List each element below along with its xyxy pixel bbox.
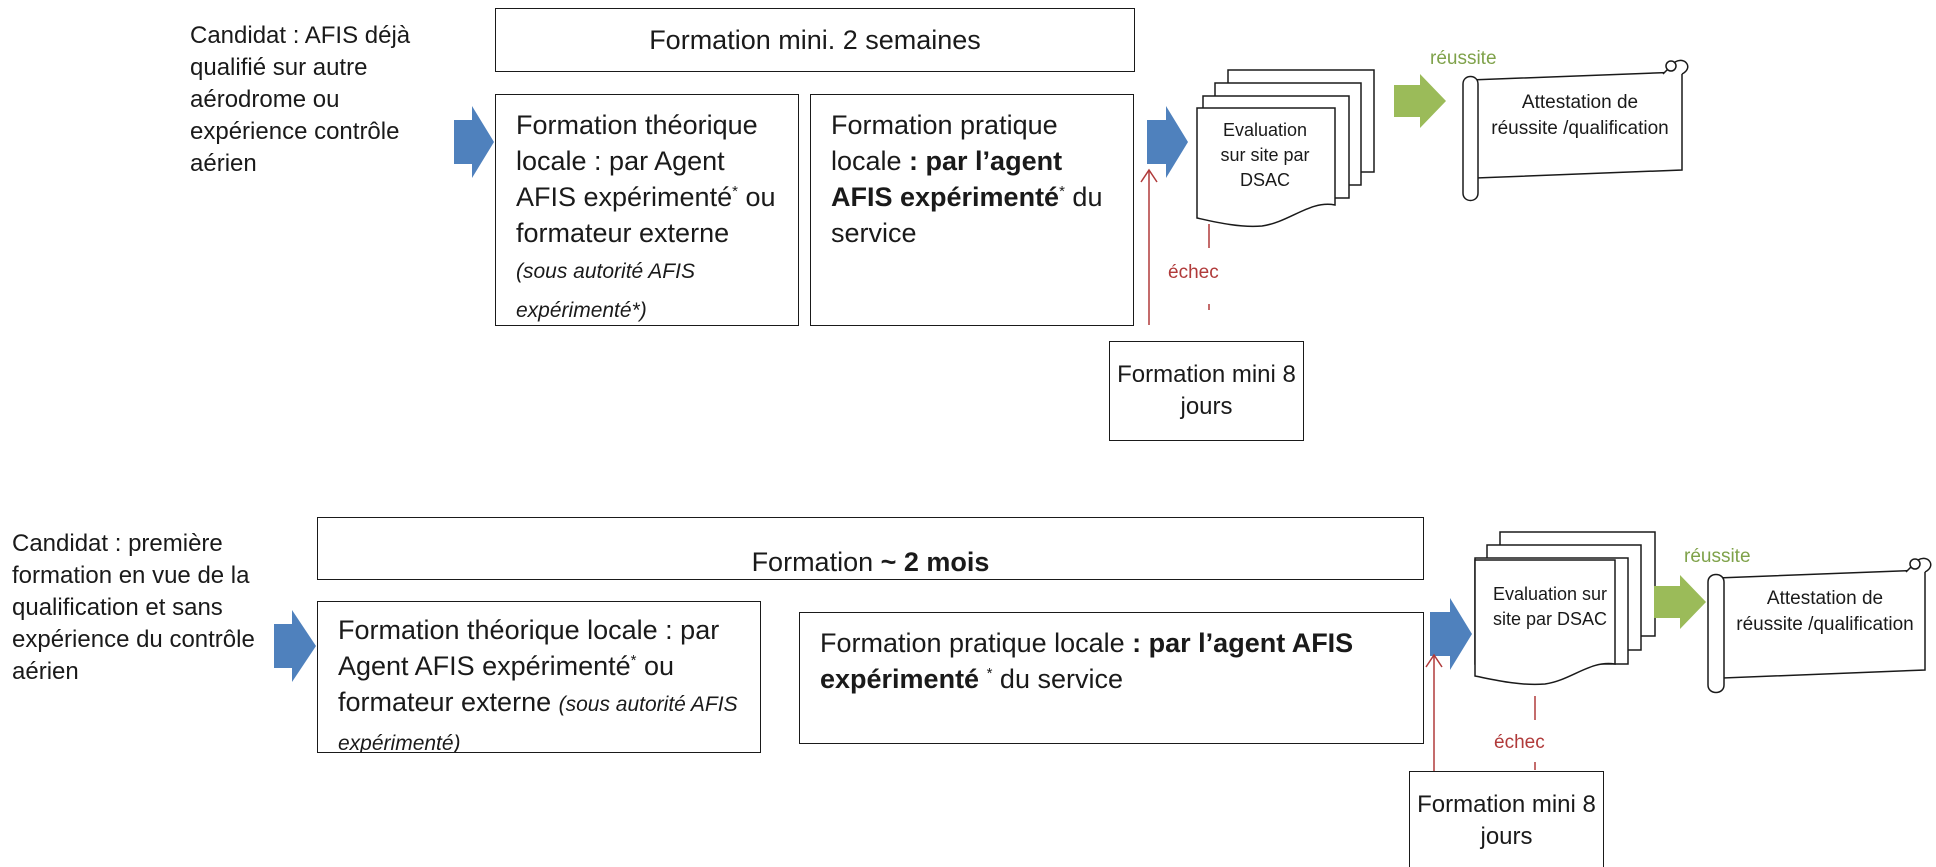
blue-arrow-top-1 bbox=[454, 106, 494, 178]
evaluation-label-top: Evaluation sur site par DSAC bbox=[1220, 120, 1310, 190]
success-label-bottom: réussite bbox=[1684, 546, 1751, 567]
practice-text2-bottom: du service bbox=[992, 664, 1123, 694]
practice-star-top: * bbox=[1059, 183, 1065, 200]
theory-box-bottom: Formation théorique locale : par Agent A… bbox=[317, 601, 761, 753]
green-arrow-bottom bbox=[1654, 575, 1706, 629]
practice-box-top: Formation pratique locale : par l’agent … bbox=[810, 94, 1134, 326]
practice-text-top: Formation pratique locale bbox=[831, 110, 1058, 176]
practice-star-bottom: * bbox=[986, 665, 993, 682]
failure-label-top: échec bbox=[1168, 262, 1219, 283]
practice-bold-top: : par l’agent AFIS expérimenté bbox=[831, 146, 1063, 212]
attestation-scroll-bottom bbox=[1707, 557, 1932, 694]
success-label-top: réussite bbox=[1430, 48, 1497, 69]
theory-text-bottom: Formation théorique locale : par Agent A… bbox=[338, 615, 720, 681]
attestation-scroll-top bbox=[1462, 59, 1689, 202]
remedial-box-top: Formation mini 8 jours bbox=[1109, 341, 1304, 441]
duration-label-top: Formation mini. 2 semaines bbox=[649, 25, 981, 55]
evaluation-doc-stack-top bbox=[1196, 69, 1375, 228]
duration-box-top: Formation mini. 2 semaines bbox=[495, 8, 1135, 72]
green-arrow-top bbox=[1394, 74, 1446, 128]
theory-note-top: (sous autorité AFIS expérimenté*) bbox=[516, 260, 695, 322]
practice-bold-bottom: : par l’agent AFIS expérimenté bbox=[820, 628, 1354, 694]
remedial-box-bottom: Formation mini 8 jours bbox=[1409, 771, 1604, 867]
theory-note-bottom: (sous autorité AFIS expérimenté) bbox=[338, 693, 738, 753]
failure-label-bottom: échec bbox=[1494, 732, 1545, 753]
theory-text2-top: ou formateur externe bbox=[516, 182, 776, 248]
candidate-label-top: Candidat : AFIS déjà qualifié sur autre … bbox=[190, 22, 411, 177]
remedial-label-bottom: Formation mini 8 jours bbox=[1417, 791, 1596, 850]
practice-text-bottom: Formation pratique locale bbox=[820, 628, 1133, 658]
duration-bold-bottom: ~ 2 mois bbox=[880, 546, 990, 577]
blue-arrow-bottom-2 bbox=[1430, 598, 1472, 670]
theory-star-top: * bbox=[732, 183, 738, 200]
evaluation-label-bottom: Evaluation sur site par DSAC bbox=[1492, 584, 1608, 629]
remedial-label-top: Formation mini 8 jours bbox=[1117, 361, 1296, 420]
theory-box-top: Formation théorique locale : par Agent A… bbox=[495, 94, 799, 326]
blue-arrow-bottom-1 bbox=[274, 610, 316, 682]
duration-label-bottom: Formation bbox=[751, 546, 874, 577]
practice-box-bottom: Formation pratique locale : par l’agent … bbox=[799, 612, 1424, 744]
theory-text-top: Formation théorique locale : par Agent A… bbox=[516, 110, 758, 212]
theory-text2-bottom: ou formateur externe bbox=[338, 651, 675, 717]
theory-star-bottom: * bbox=[630, 652, 637, 669]
duration-box-bottom: Formation ~ 2 mois bbox=[317, 517, 1424, 580]
blue-arrow-top-2 bbox=[1147, 106, 1188, 178]
candidate-label-bottom: Candidat : première formation en vue de … bbox=[12, 530, 255, 685]
attestation-label-top: Attestation de réussite /qualification bbox=[1491, 92, 1669, 139]
evaluation-doc-stack-bottom bbox=[1474, 531, 1656, 686]
practice-text2-top: du service bbox=[831, 182, 1103, 248]
attestation-label-bottom: Attestation de réussite /qualification bbox=[1736, 588, 1914, 635]
